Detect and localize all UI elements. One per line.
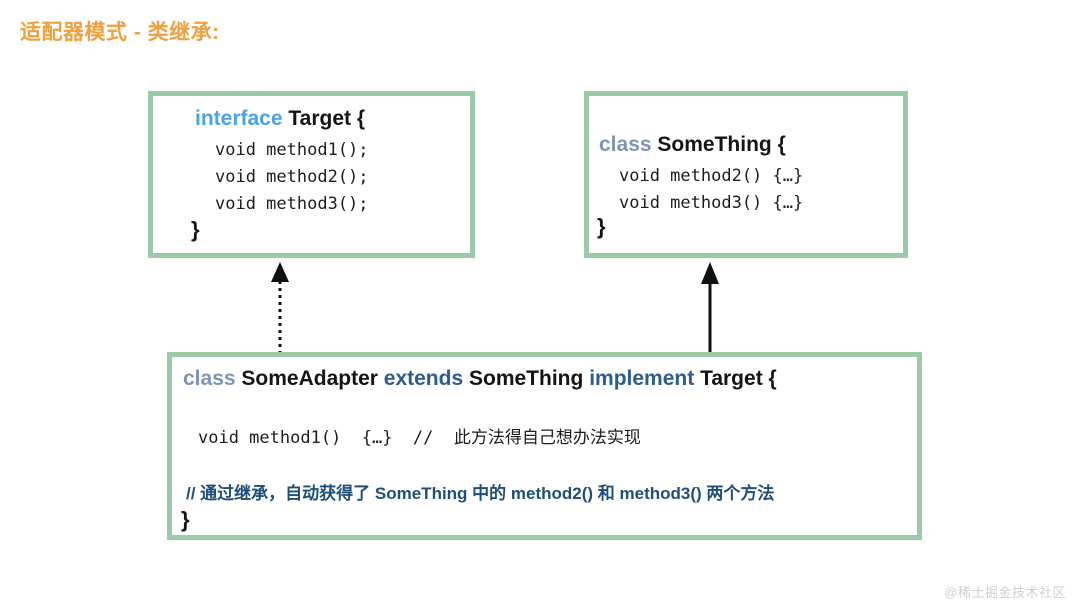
something-method-line-1: void method2() {…} xyxy=(619,166,804,186)
target-closing-brace: } xyxy=(191,217,200,242)
adapter-method1-line: void method1() {…} // 此方法得自己想办法实现 xyxy=(198,428,641,448)
implements-arrow xyxy=(268,262,292,359)
class-something-box: class SomeThing { void method2() {…} voi… xyxy=(584,91,908,258)
extends-arrow-head xyxy=(701,262,719,284)
extends-arrow xyxy=(698,262,722,359)
something-closing-brace: } xyxy=(597,214,606,239)
page-title: 适配器模式 - 类继承: xyxy=(20,21,220,44)
watermark: @稀土掘金技术社区 xyxy=(944,585,1066,600)
type-name-something-ref: SomeThing xyxy=(469,367,584,390)
target-method-line-2: void method2(); xyxy=(215,167,369,187)
class-someadapter-signature: class SomeAdapter extends SomeThing impl… xyxy=(183,367,777,391)
class-someadapter-box: class SomeAdapter extends SomeThing impl… xyxy=(167,352,922,540)
keyword-class: class xyxy=(599,133,652,156)
something-method-line-2: void method3() {…} xyxy=(619,193,804,213)
interface-target-signature: interface Target { xyxy=(195,107,365,131)
adapter-inheritance-note: // 通过继承，自动获得了 SomeThing 中的 method2() 和 m… xyxy=(186,484,775,503)
class-something-signature: class SomeThing { xyxy=(599,133,786,157)
implements-arrow-head xyxy=(271,262,289,282)
keyword-interface: interface xyxy=(195,107,283,130)
type-name-someadapter: SomeAdapter xyxy=(241,367,378,390)
adapter-closing-brace: } xyxy=(181,507,190,532)
keyword-extends: extends xyxy=(383,367,464,390)
target-method-line-3: void method3(); xyxy=(215,194,369,214)
type-name-target-ref: Target { xyxy=(700,367,777,390)
keyword-implement: implement xyxy=(589,367,695,390)
type-name-something: SomeThing { xyxy=(657,133,786,156)
type-name-target: Target { xyxy=(288,107,366,130)
target-method-line-1: void method1(); xyxy=(215,140,369,160)
keyword-class: class xyxy=(183,367,236,390)
interface-target-box: interface Target { void method1(); void … xyxy=(148,91,475,258)
